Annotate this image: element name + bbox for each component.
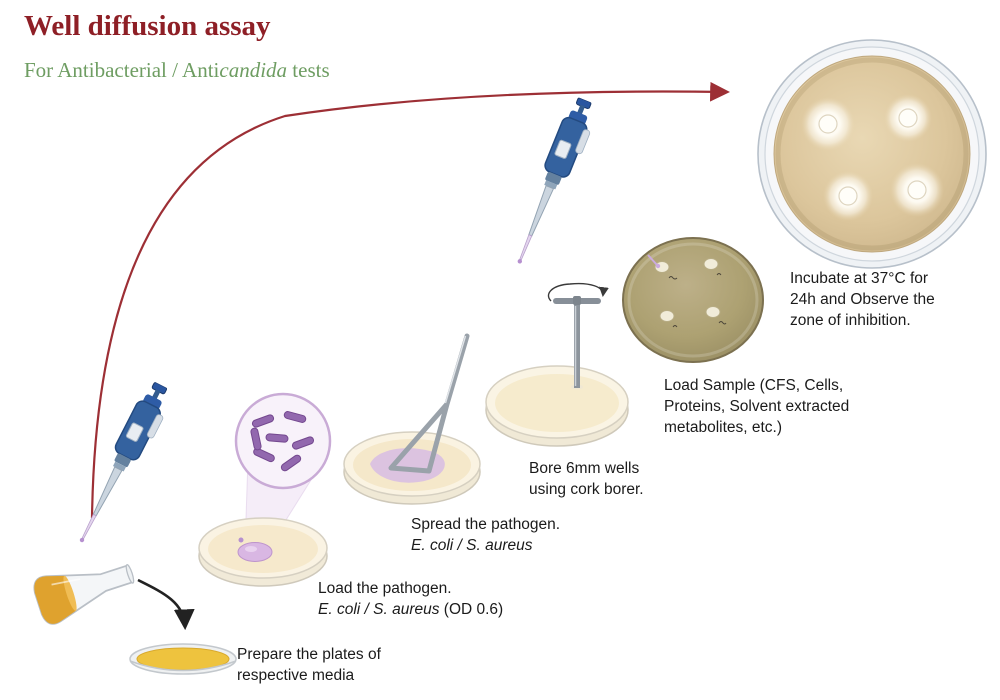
subtitle-italic: candida	[219, 58, 288, 82]
caption-line: Load the pathogen.	[318, 580, 452, 597]
species-name: E. coli / S. aureus	[411, 537, 533, 555]
sample-plate	[621, 236, 765, 364]
petri-dish-bore	[484, 358, 630, 454]
page-title: Well diffusion assay	[24, 10, 271, 42]
micropipette-icon	[486, 89, 613, 288]
caption-line: Prepare the plates of	[237, 646, 381, 663]
plate-wells	[818, 108, 927, 206]
petri-dish-pathogen	[197, 512, 329, 590]
petri-dish-media	[128, 640, 238, 682]
magnifier-circle	[233, 391, 333, 491]
caption-line: respective media	[237, 667, 355, 685]
od-value: (OD 0.6)	[439, 601, 504, 619]
caption-line: Spread the pathogen.	[411, 516, 561, 533]
caption-line: Bore 6mm wells	[529, 460, 640, 477]
caption-incubate: Incubate at 37°C for 24h and Observe the…	[790, 270, 935, 330]
subtitle-prefix: For Antibacterial / Anti	[24, 58, 220, 82]
caption-spread-pathogen: Spread the pathogen. E. coli / S. aureus	[411, 514, 560, 556]
incubated-plate	[756, 38, 988, 270]
flask-icon	[24, 539, 145, 638]
caption-line: using cork borer.	[529, 481, 644, 499]
micropipette-icon	[48, 371, 188, 568]
page-subtitle: For Antibacterial / Anticandida tests	[24, 58, 330, 83]
species-name: E. coli / S. aureus	[318, 601, 440, 619]
rotation-arrow	[547, 282, 609, 302]
caption-bore-wells: Bore 6mm wells using cork borer.	[529, 458, 644, 500]
subtitle-suffix: tests	[287, 58, 330, 82]
caption-load-sample: Load Sample (CFS, Cells, Proteins, Solve…	[664, 377, 850, 437]
petri-dish-spread	[342, 424, 482, 510]
caption-load-pathogen: Load the pathogen. E. coli / S. aureus (…	[318, 578, 503, 620]
caption-prepare-media: Prepare the plates of respective media	[237, 644, 381, 686]
caption-line: E. coli / S. aureus (OD 0.6)	[318, 599, 503, 620]
pathogen-spot	[237, 542, 273, 562]
